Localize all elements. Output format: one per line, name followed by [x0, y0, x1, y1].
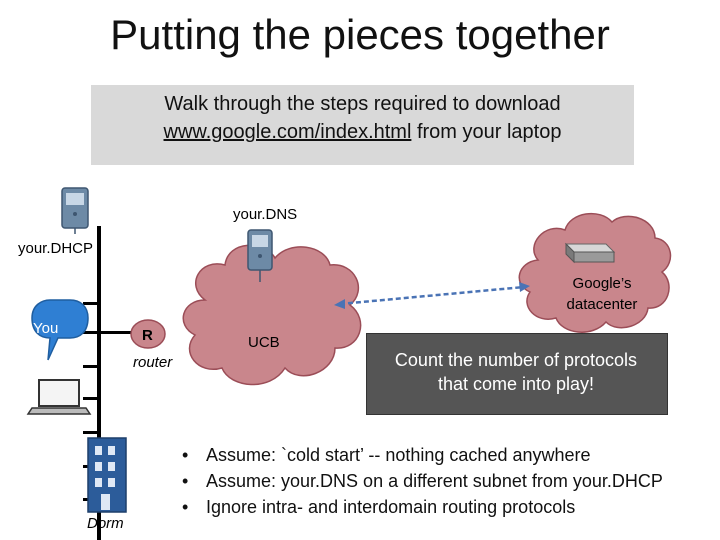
google-datacenter-cloud [518, 212, 672, 333]
bullet-icon: • [182, 471, 189, 491]
dorm-label: Dorm [87, 515, 124, 532]
dhcp-label: your.DHCP [18, 240, 94, 257]
google-label-line-1: Google’s [572, 275, 632, 292]
stub-connector [83, 397, 99, 400]
bullet-icon: • [182, 497, 189, 517]
dorm-building-icon [87, 437, 127, 513]
intro-line-2: www.google.com/index.html from your lapt… [91, 119, 634, 145]
intro-line-1: Walk through the steps required to downl… [164, 93, 561, 115]
stub-connector [83, 365, 99, 368]
ucb-label: UCB [248, 334, 280, 351]
you-speech-bubble [31, 299, 89, 361]
callout-box [366, 333, 668, 415]
slide-title: Putting the pieces together [110, 11, 610, 58]
stub-connector [83, 431, 99, 434]
list-item: • Assume: your.DNS on a different subnet … [182, 468, 717, 494]
bullet-text: Ignore intra- and interdomain routing pr… [206, 497, 576, 517]
router-label: router [133, 354, 173, 371]
stub-connector [83, 302, 99, 305]
router-icon [130, 319, 166, 349]
stub-connector [83, 331, 99, 334]
bullet-text: Assume: `cold start’ -- nothing cached a… [206, 445, 591, 465]
dns-label: your.DNS [233, 206, 298, 223]
intro-suffix: from your laptop [411, 121, 562, 143]
router-letter: R [142, 327, 153, 344]
google-url-link[interactable]: www.google.com/index.html [163, 121, 412, 143]
bullet-text: Assume: your.DNS on a different subnet f… [206, 471, 663, 491]
dhcp-server-icon [61, 187, 89, 234]
callout-line-2: that come into play! [437, 374, 595, 394]
ucb-cloud [182, 244, 362, 386]
bullet-icon: • [182, 445, 189, 465]
lan-bus [97, 226, 101, 540]
callout-text: Count the number of protocols that come … [366, 348, 666, 396]
dns-server-icon [247, 229, 273, 282]
google-label-line-2: datacenter [566, 296, 638, 313]
laptop-icon [26, 379, 92, 415]
wan-link [334, 282, 530, 309]
intro-box [91, 85, 634, 165]
you-label: You [33, 320, 59, 337]
google-server-icon [564, 242, 616, 264]
list-item: • Ignore intra- and interdomain routing p… [182, 494, 717, 520]
router-link [99, 331, 141, 334]
list-item: • Assume: `cold start’ -- nothing cached … [182, 442, 717, 468]
callout-line-1: Count the number of protocols [394, 350, 638, 370]
assumption-list: • Assume: `cold start’ -- nothing cached … [182, 442, 717, 520]
